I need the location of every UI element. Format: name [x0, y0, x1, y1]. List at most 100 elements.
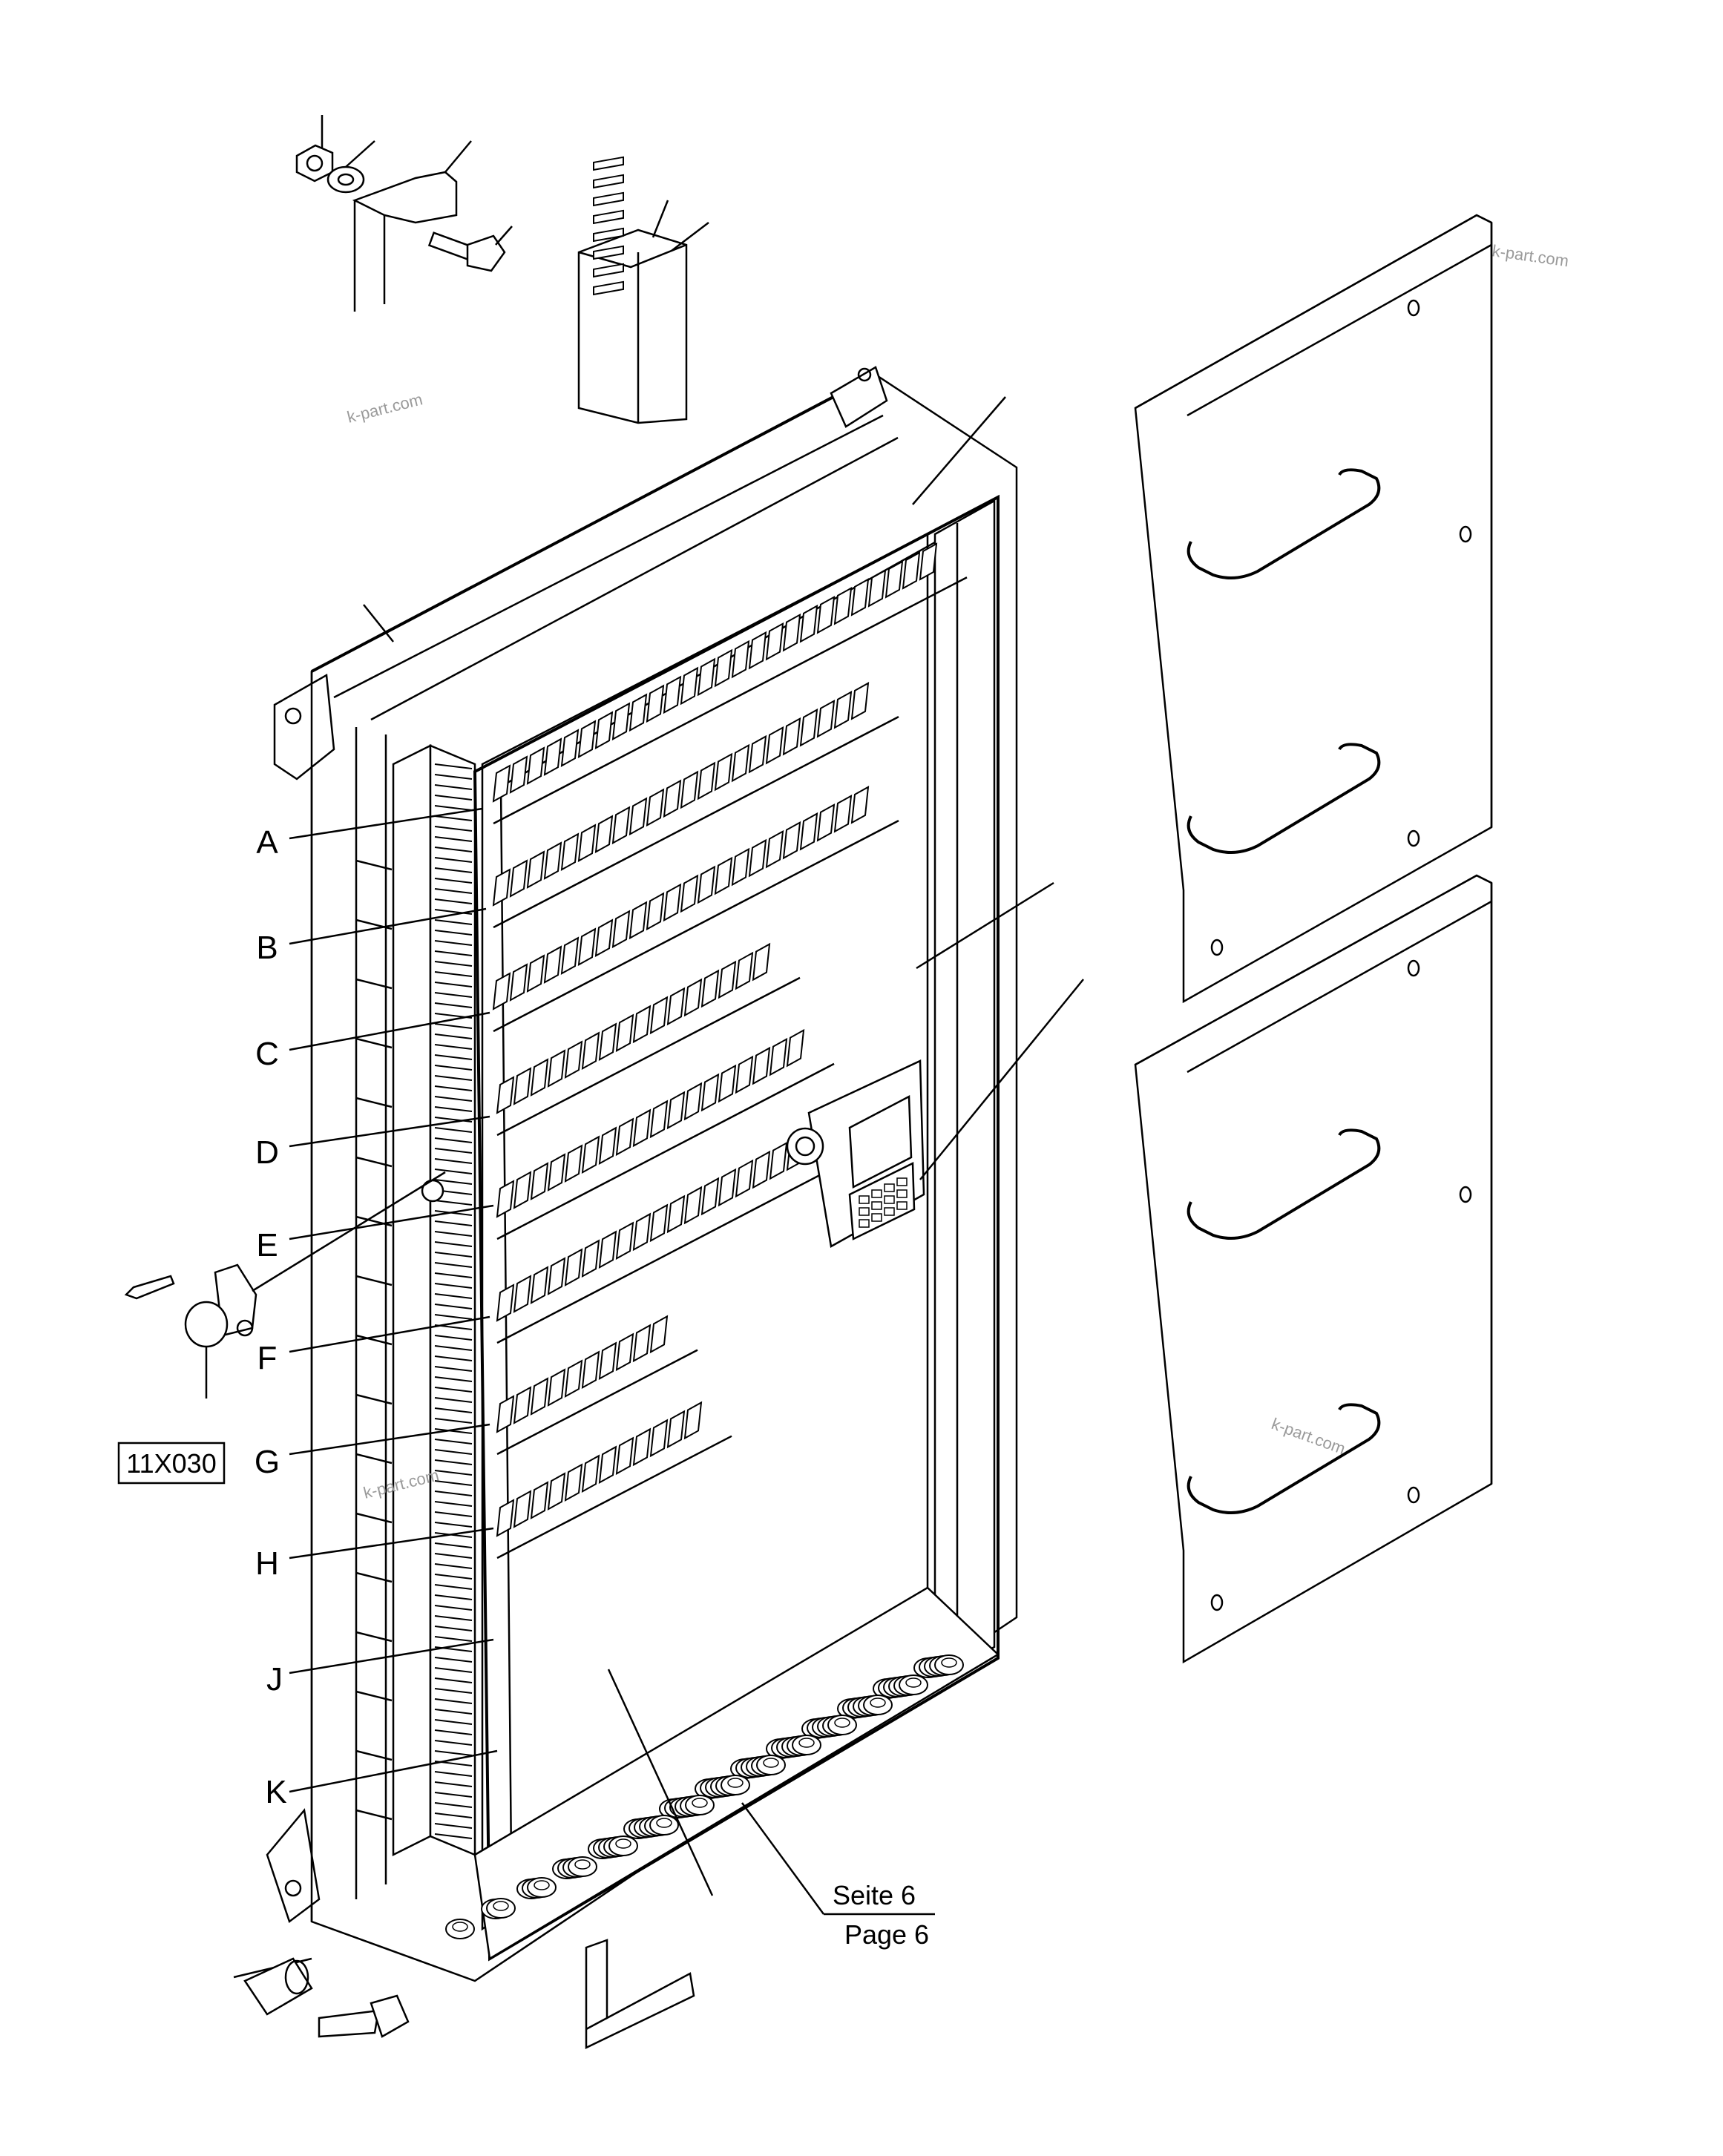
relay-module [816, 595, 836, 634]
relay-module [629, 901, 648, 940]
relay-module [752, 942, 771, 982]
relay-module [731, 640, 750, 679]
terminal-tick [434, 795, 473, 801]
relay-module [833, 794, 853, 833]
relay-module [765, 829, 784, 869]
terminal-tick [434, 971, 473, 977]
relay-module [598, 1230, 617, 1269]
relay-module [850, 578, 870, 617]
watermark-1: k-part.com [345, 390, 424, 426]
keypad-key [884, 1207, 895, 1216]
relay-module [526, 746, 545, 785]
relay-module [577, 720, 597, 759]
relay-module [632, 1108, 652, 1148]
terminal-tick [434, 1075, 473, 1081]
cable-gland-inner [656, 1818, 672, 1828]
leader-lines [289, 396, 1084, 1916]
relay-module [513, 1386, 532, 1424]
terminal-tick [434, 1397, 473, 1403]
din-rail [496, 976, 801, 1137]
cable-gland [827, 1715, 857, 1735]
cable-gland-inner [798, 1738, 815, 1748]
keypad-key [859, 1219, 870, 1228]
terminal-tick [434, 1033, 473, 1039]
terminal-tick [434, 1729, 473, 1735]
relay-module [697, 657, 716, 697]
relay-module [496, 1499, 515, 1537]
terminal-tick [434, 836, 473, 842]
terminal-tick [434, 774, 473, 780]
callout-f: F [257, 1340, 278, 1376]
relay-module [492, 868, 511, 907]
terminal-tick [434, 1501, 473, 1507]
duct-slot [593, 245, 624, 260]
keypad-key [871, 1201, 882, 1210]
terminal-tick [434, 815, 473, 821]
cable-gland [899, 1674, 928, 1695]
cable-gland [792, 1735, 821, 1755]
relay-module [683, 1186, 703, 1225]
din-rail [496, 1435, 732, 1560]
terminal-tick [434, 930, 473, 936]
relay-module [564, 1040, 583, 1079]
terminal-tick [434, 1314, 473, 1320]
keypad-key [859, 1207, 870, 1216]
terminal-tick [434, 1636, 473, 1642]
terminal-tick [434, 784, 473, 790]
terminal-tick [434, 1127, 473, 1133]
terminal-tick [434, 1802, 473, 1808]
duct-slot [593, 209, 624, 225]
duct-slot [593, 227, 624, 243]
terminal-tick [434, 1407, 473, 1413]
relay-module [799, 604, 818, 643]
page-ref-line1: Seite 6 [833, 1880, 916, 1910]
relay-module [765, 726, 784, 765]
side-tab [355, 1097, 393, 1108]
relay-module [543, 841, 562, 880]
relay-module [594, 815, 614, 854]
terminal-tick [434, 1522, 473, 1528]
keypad-key [871, 1213, 882, 1222]
relay-module [564, 1248, 583, 1286]
relay-module [577, 824, 597, 863]
din-rail [496, 1148, 869, 1344]
relay-module [748, 734, 767, 774]
din-rail [493, 819, 899, 1033]
terminal-tick [434, 1823, 473, 1829]
terminal-tick [434, 826, 473, 832]
relay-module [496, 1076, 515, 1114]
terminal-tick [434, 1376, 473, 1382]
relay-module [833, 690, 853, 729]
cable-gland-inner [692, 1798, 708, 1808]
relay-module [530, 1377, 549, 1416]
relay-module [816, 699, 836, 738]
callout-b: B [256, 930, 278, 966]
relay-module [697, 865, 716, 904]
terminal-tick [434, 1771, 473, 1777]
terminal-tick [434, 1200, 473, 1206]
relay-module [496, 1284, 515, 1322]
relay-module [615, 1332, 634, 1372]
relay-module [649, 1315, 669, 1354]
relay-module [649, 996, 669, 1035]
terminal-tick [434, 1470, 473, 1476]
relay-module [632, 1427, 652, 1467]
relay-module [714, 752, 733, 792]
relay-module [543, 737, 562, 776]
terminal-tick [434, 857, 473, 863]
relay-module [700, 1073, 720, 1112]
relay-module [902, 551, 921, 590]
relay-module [547, 1049, 566, 1088]
terminal-tick [434, 1781, 473, 1787]
keypad-key [884, 1183, 895, 1192]
relay-module [526, 850, 545, 889]
side-tab [355, 1453, 393, 1465]
side-tab [355, 1215, 393, 1227]
callout-a: A [256, 824, 278, 861]
relay-module [666, 1194, 686, 1234]
terminal-tick [434, 1491, 473, 1496]
relay-module [666, 1410, 686, 1449]
keypad-key [896, 1189, 908, 1198]
relay-module [598, 1341, 617, 1381]
relay-module [786, 1028, 805, 1068]
